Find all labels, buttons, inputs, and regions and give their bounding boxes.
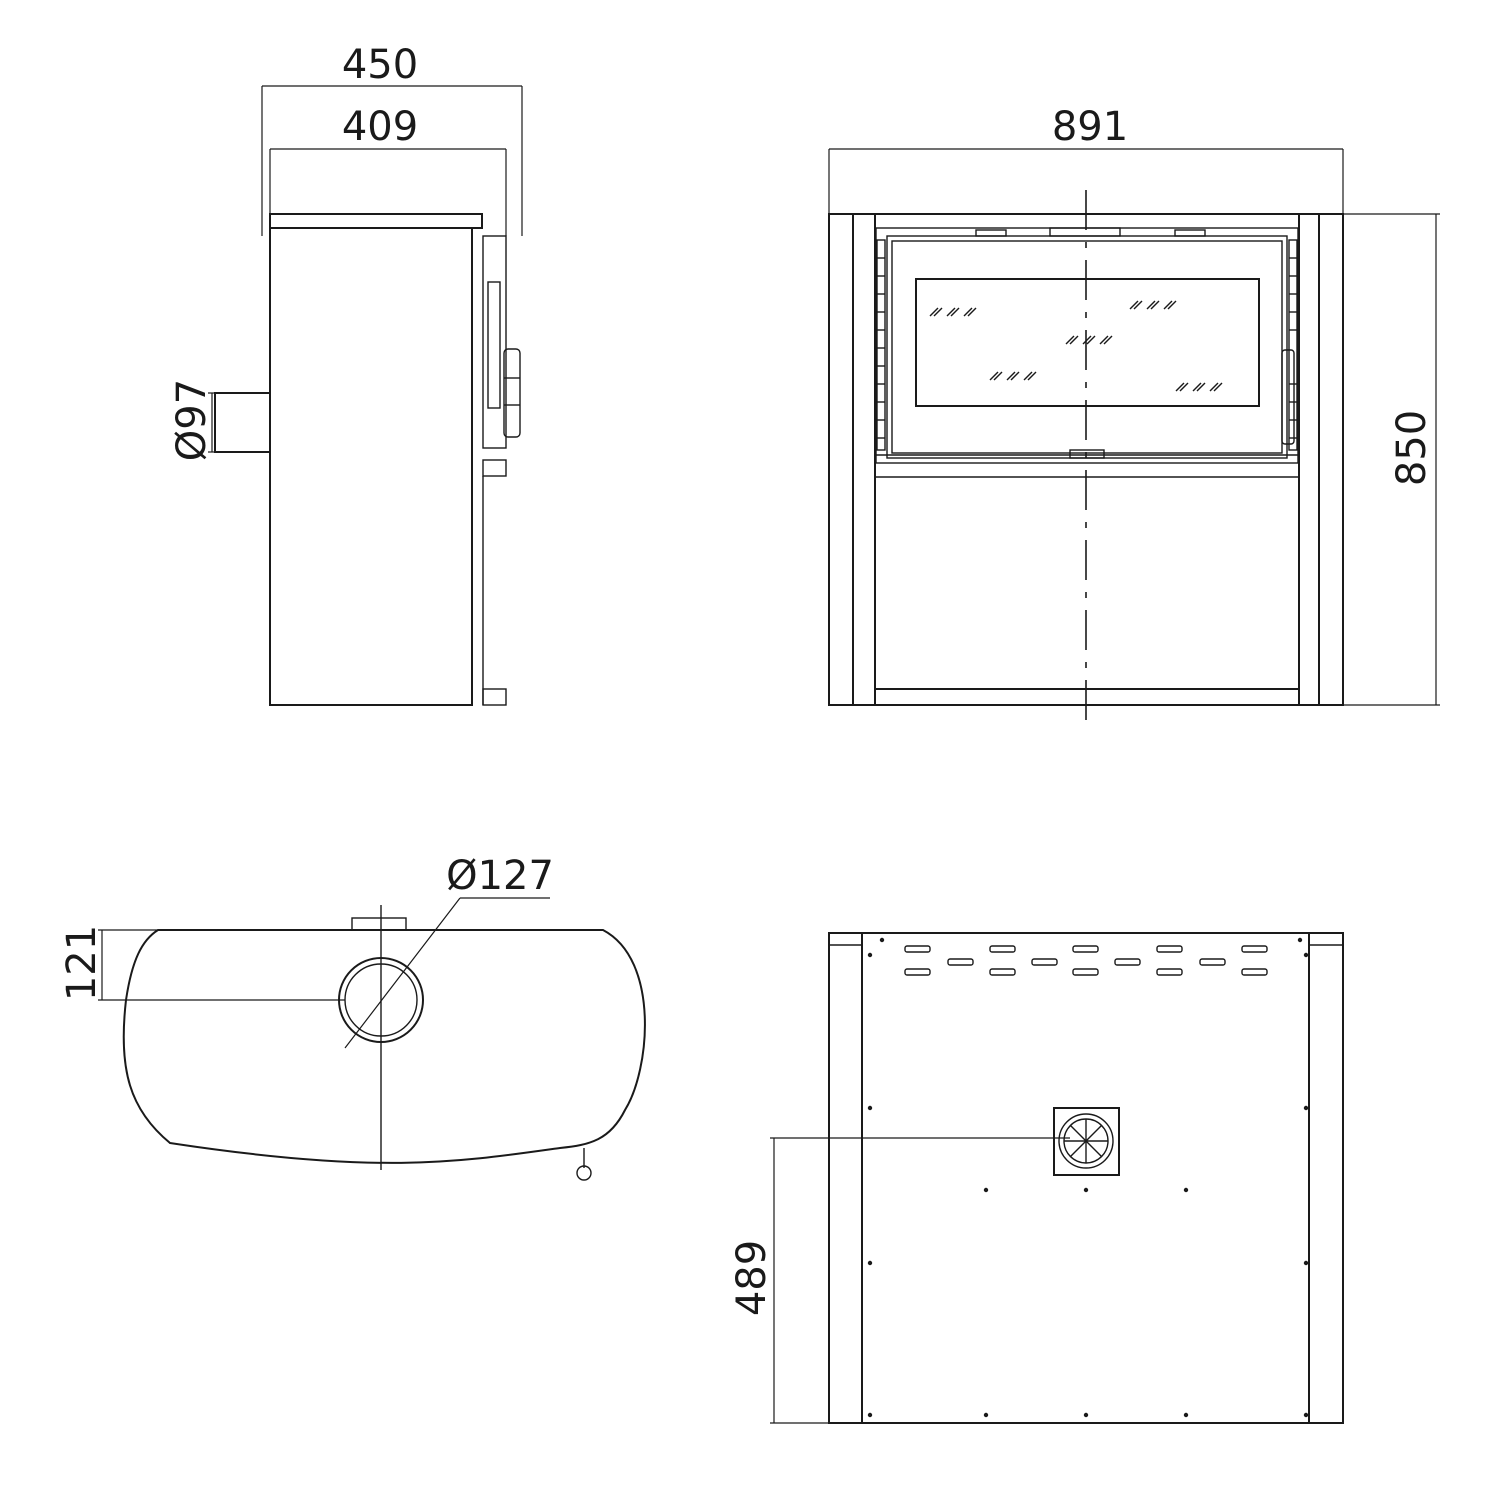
- side-ash-lip: [482, 459, 507, 477]
- front-firebox-frame: [875, 227, 1299, 464]
- dim-side-flue-diameter: Ø97: [169, 379, 215, 461]
- side-top-plate: [269, 213, 483, 229]
- rear-screw-dots: [867, 937, 1309, 1418]
- rear-outer: [828, 932, 1344, 1424]
- top-view: Ø127 121: [59, 853, 646, 1181]
- top-control-knob: [576, 1165, 592, 1181]
- rear-view: 489: [729, 932, 1344, 1424]
- front-view: 891 850: [828, 104, 1440, 728]
- dim-front-width: 891: [1052, 104, 1128, 150]
- dim-rear-flue-height: 489: [729, 1240, 775, 1316]
- side-foot: [482, 688, 507, 706]
- front-left-hinge: [876, 239, 886, 451]
- rear-flue-damper: [1064, 1119, 1108, 1163]
- side-door-glass: [487, 281, 501, 409]
- front-door-handle: [1281, 349, 1295, 445]
- side-door-handle: [503, 348, 521, 438]
- rear-vent-slots: [904, 945, 1268, 976]
- side-door-frame: [482, 235, 507, 449]
- rear-flue-outer: [1058, 1113, 1114, 1169]
- front-door-inner: [891, 240, 1283, 454]
- dim-side-inner-width: 409: [342, 104, 418, 150]
- front-top-lug-right: [1174, 229, 1206, 237]
- dim-top-flue-diameter: Ø127: [446, 853, 554, 899]
- front-right-hinge: [1281, 239, 1298, 451]
- glass-reflection-marks: [929, 300, 1223, 392]
- front-bottom-latch: [1069, 449, 1105, 459]
- dim-front-height: 850: [1389, 410, 1435, 486]
- top-boss: [351, 917, 407, 931]
- front-top-lug-left: [975, 229, 1007, 237]
- side-body: [269, 227, 473, 706]
- dim-side-outer-width: 450: [342, 42, 418, 88]
- front-door: [886, 235, 1288, 459]
- side-rear-flue: [214, 392, 271, 453]
- top-outline: [122, 929, 646, 1164]
- side-view: 450 409 Ø97: [169, 42, 523, 706]
- front-glass: [915, 278, 1260, 407]
- front-top-lug-center: [1049, 227, 1121, 237]
- rear-flue-plate: [1053, 1107, 1120, 1176]
- dim-top-flue-offset: 121: [59, 925, 105, 1001]
